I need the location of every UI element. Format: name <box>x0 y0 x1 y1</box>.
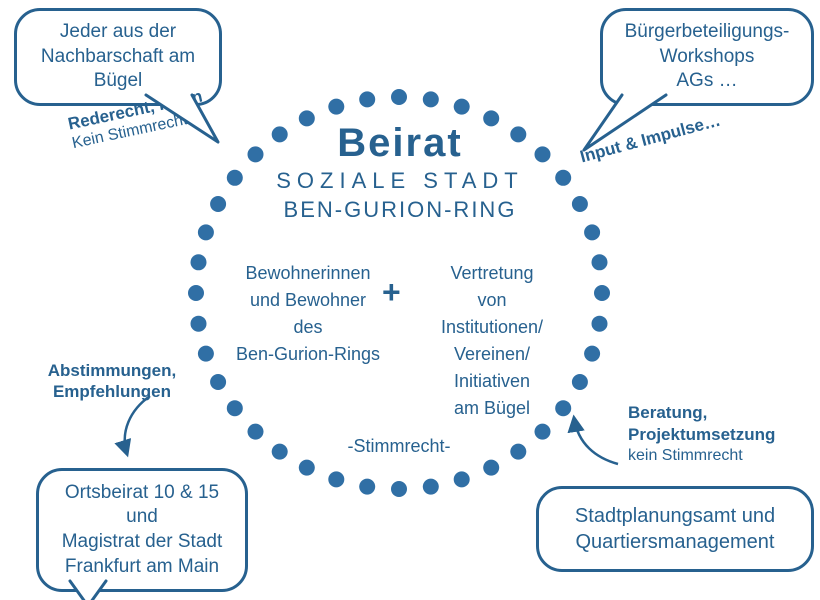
ring-dot <box>190 315 207 332</box>
ring-dot <box>555 169 572 186</box>
ring-dot <box>422 91 439 108</box>
ring-dot <box>328 98 345 115</box>
ring-dot <box>359 478 376 495</box>
annotation-bottom-left-bold: Abstimmungen, Empfehlungen <box>47 361 177 402</box>
ring-dot <box>453 98 470 115</box>
ring-dot <box>197 345 214 362</box>
ring-dot <box>210 374 227 390</box>
bubble-workshops: Bürgerbeteiligungs- Workshops AGs … <box>600 8 814 106</box>
arrow-from-stadtplanungsamt <box>567 414 619 466</box>
title-beirat: Beirat <box>337 121 463 165</box>
ring-dot <box>571 196 588 212</box>
annotation-bottom-left: Abstimmungen, Empfehlungen <box>44 360 180 403</box>
ring-dot <box>591 254 608 271</box>
box-ortsbeirat-magistrat-text: Ortsbeirat 10 & 15 und Magistrat der Sta… <box>61 481 223 577</box>
ring-dot <box>534 423 551 440</box>
ring-dot <box>422 478 439 495</box>
ring-dot <box>226 400 243 417</box>
annotation-bottom-right-bold: Beratung, Projektumsetzung <box>628 403 776 445</box>
ring-dot <box>328 471 345 488</box>
arrow-to-ortsbeirat <box>114 394 151 458</box>
ring-dot <box>571 374 588 390</box>
title-ben-gurion-ring: BEN-GURION-RING <box>283 197 517 222</box>
annotation-bottom-right: Beratung, Projektumsetzung kein Stimmrec… <box>628 402 775 467</box>
residents-group-text: Bewohnerinnen und Bewohner des Ben-Gurio… <box>235 263 381 364</box>
voting-right-note: -Stimmrecht- <box>347 436 451 456</box>
title-soziale-stadt: SOZIALE STADT <box>276 168 524 193</box>
bubble-workshops-text: Bürgerbeteiligungs- Workshops AGs … <box>624 20 790 92</box>
circle-title-block: Beirat SOZIALE STADT BEN-GURION-RING <box>248 122 552 223</box>
ring-dot <box>190 254 207 271</box>
ring-dot <box>298 459 315 476</box>
ring-dot <box>584 345 601 362</box>
ring-dot <box>391 481 407 497</box>
ring-dot <box>591 315 608 332</box>
ring-dot <box>188 285 204 301</box>
ring-dot <box>210 196 227 212</box>
ring-dot <box>483 459 500 476</box>
annotation-bottom-right-regular: kein Stimmrecht <box>628 447 743 465</box>
box-stadtplanungsamt-text: Stadtplanungsamt und Quartiersmanagement <box>574 505 776 553</box>
ring-dot <box>391 89 407 105</box>
ring-dot <box>594 285 610 301</box>
box-ortsbeirat-magistrat: Ortsbeirat 10 & 15 und Magistrat der Sta… <box>36 468 248 592</box>
plus-sign: + <box>382 274 401 310</box>
ring-dot <box>271 443 288 460</box>
box-stadtplanungsamt: Stadtplanungsamt und Quartiersmanagement <box>536 486 814 572</box>
ring-dot <box>584 224 601 241</box>
institutions-group-text: Vertretung von Institutionen/ Vereinen/ … <box>440 263 544 418</box>
ring-dot <box>197 224 214 241</box>
bubble-neighbourhood-text: Jeder aus der Nachbarschaft am Bügel <box>40 20 196 92</box>
annotation-top-right-bold: Input & Impulse… <box>578 110 723 167</box>
ring-dot <box>226 169 243 186</box>
bubble-neighbourhood: Jeder aus der Nachbarschaft am Bügel <box>14 8 222 106</box>
ring-dot <box>453 471 470 488</box>
ring-dot <box>359 91 376 108</box>
ring-dot <box>247 423 264 440</box>
annotation-top-right: Input & Impulse… <box>578 111 723 168</box>
ring-dot <box>510 443 527 460</box>
